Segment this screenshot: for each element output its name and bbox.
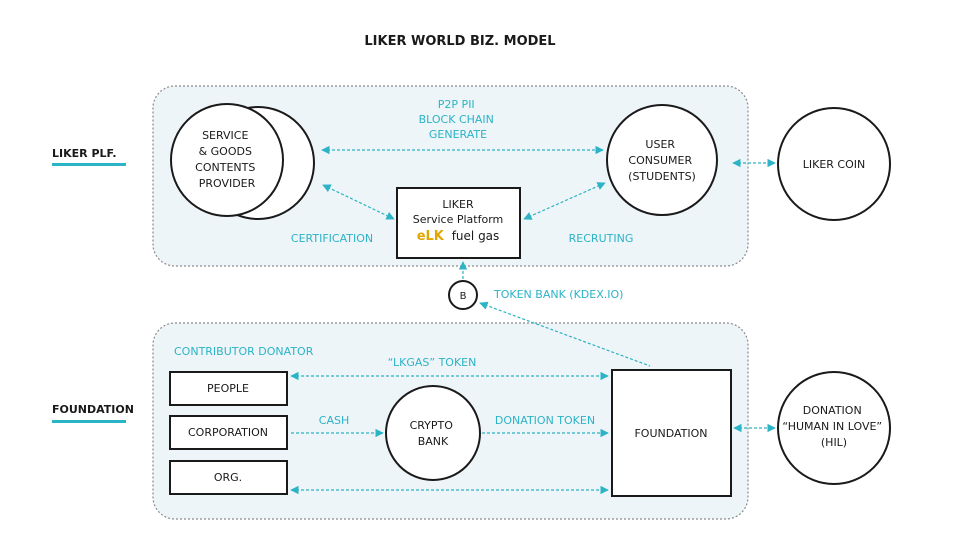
recruting-label: RECRUTING — [569, 232, 634, 245]
contributor-label: CONTRIBUTOR DONATOR — [174, 345, 314, 358]
org-label: ORG. — [214, 471, 242, 484]
corporation-label: CORPORATION — [188, 426, 268, 439]
arrow-provider-platform — [322, 184, 395, 220]
platform-line2: Service Platform — [413, 213, 504, 226]
diagram-title: LIKER WORLD BIZ. MODEL — [364, 34, 555, 49]
foundation-box-label: FOUNDATION — [634, 427, 707, 440]
arrow-bank-foundation — [479, 301, 651, 367]
bank-b-circle — [448, 280, 478, 310]
consumer-circle — [606, 104, 718, 216]
section-label-foundation: FOUNDATION — [52, 403, 134, 416]
section-underline-foundation — [52, 420, 126, 423]
people-label: PEOPLE — [207, 382, 249, 395]
people-box — [169, 371, 288, 406]
section-label-platform: LIKER PLF. — [52, 147, 117, 160]
section-underline-platform — [52, 163, 126, 166]
donation-label: DONATION “HUMAN IN LOVE” (HIL) — [782, 404, 885, 449]
provider-label: SERVICE & GOODS CONTENTS PROVIDER — [195, 129, 259, 190]
fuel-gas-label: fuel gas — [452, 229, 500, 243]
lkgas-label: “LKGAS” TOKEN — [388, 356, 477, 369]
crypto-bank-label: CRYPTO BANK — [410, 419, 457, 448]
cash-label: CASH — [319, 414, 349, 427]
liker-coin-label: LIKER COIN — [803, 158, 866, 171]
provider-circle — [170, 103, 284, 217]
org-box — [169, 460, 288, 495]
liker-coin-circle — [777, 107, 891, 221]
bank-b-label: B — [460, 291, 467, 302]
foundation-box — [611, 369, 732, 497]
consumer-label: USER CONSUMER (STUDENTS) — [628, 138, 696, 183]
service-platform-box — [396, 187, 521, 259]
platform-fuel-line: eLK fuel gas — [417, 229, 500, 244]
token-bank-label: TOKEN BANK (KDEX.IO) — [493, 288, 623, 301]
elk-label: eLK — [417, 229, 445, 244]
certification-label: CERTIFICATION — [291, 232, 373, 245]
p2p-label: P2P PII BLOCK CHAIN GENERATE — [419, 98, 498, 141]
platform-line1: LIKER — [442, 198, 474, 211]
donation-circle — [777, 371, 891, 485]
corporation-box — [169, 415, 288, 450]
crypto-bank-circle — [385, 385, 481, 481]
donation-token-label: DONATION TOKEN — [495, 414, 595, 427]
